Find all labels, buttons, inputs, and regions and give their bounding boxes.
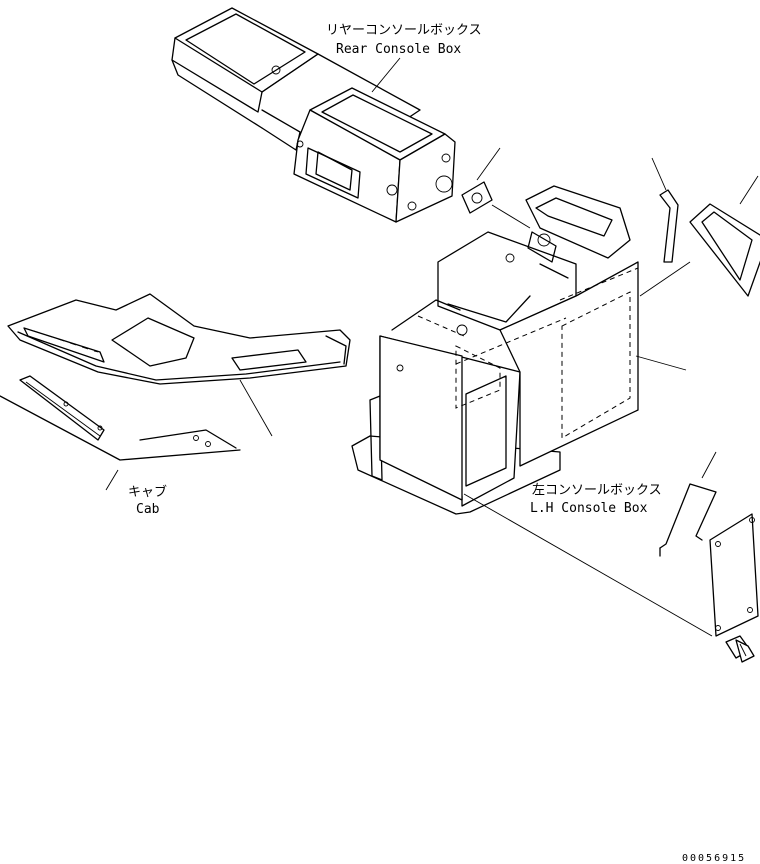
rear-console-leader — [371, 57, 401, 93]
lh-console-box — [351, 185, 687, 515]
bolt-part — [725, 635, 755, 663]
rear-console-box — [171, 7, 456, 223]
frame-panel — [639, 175, 760, 297]
lh-console-label-en: L.H Console Box — [530, 501, 648, 516]
rear-console-label-en: Rear Console Box — [336, 42, 461, 57]
bracket-clips — [659, 451, 717, 557]
gasket-strip — [651, 157, 679, 263]
rear-console-label-jp: リヤーコンソールボックス — [326, 23, 482, 38]
cab-label-en: Cab — [136, 502, 160, 517]
grommet-part — [461, 147, 531, 229]
drawing-number: 00056915 — [682, 853, 746, 864]
cover-plate — [463, 493, 759, 637]
cab-label-jp: キャブ — [128, 484, 167, 500]
lh-console-label-jp: 左コンソールボックス — [532, 483, 662, 498]
cab-leader — [105, 469, 119, 491]
cab-floor-panel — [0, 293, 351, 461]
